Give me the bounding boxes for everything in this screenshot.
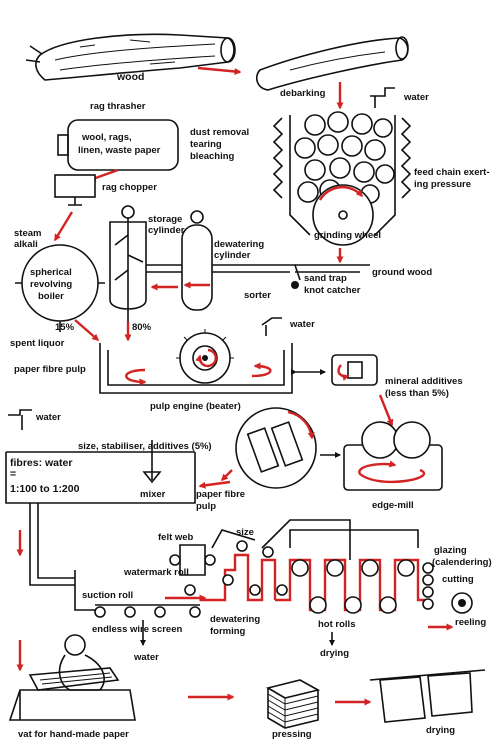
- wire-screen: [94, 584, 201, 646]
- hand-made-vat-illustration: [8, 634, 136, 721]
- water-tap-top: [370, 87, 395, 108]
- hot-rolls: [275, 529, 428, 614]
- label-bleaching: bleaching: [190, 151, 235, 162]
- label-mixer: mixer: [140, 489, 166, 500]
- water-tap-left: [8, 409, 32, 430]
- label-tearing: tearing: [190, 139, 222, 150]
- wood-log-illustration: [25, 33, 236, 81]
- label-dewatering-cyl-2: cylinder: [214, 250, 251, 261]
- label-debarking: debarking: [280, 88, 326, 99]
- label-rag-chopper: rag chopper: [102, 182, 157, 193]
- calender-stack: [422, 562, 434, 610]
- label-equals: =: [10, 468, 16, 480]
- label-hot-rolls: hot rolls: [318, 619, 355, 630]
- label-wood: wood: [116, 71, 144, 83]
- label-pfp-1: paper fibre: [196, 489, 245, 500]
- label-storage-2: cylinder: [148, 225, 185, 236]
- label-storage-1: storage: [148, 214, 182, 225]
- label-80-percent: 80%: [132, 322, 152, 333]
- label-drying-mid: drying: [320, 648, 349, 659]
- arrow-pulp-to-vat: [198, 480, 231, 489]
- label-knot-catcher: knot catcher: [304, 285, 361, 296]
- label-ground-wood: ground wood: [372, 267, 432, 278]
- edge-mill: [343, 421, 443, 491]
- grinding-wheel: [312, 184, 374, 246]
- head-box-pipe: [29, 503, 95, 611]
- label-rag-box-2: linen, waste paper: [78, 145, 161, 156]
- arrow-boiler-to-beater: [74, 319, 100, 341]
- label-cutting: cutting: [442, 574, 474, 585]
- arrow-disc-to-vat: [220, 469, 233, 482]
- label-steam: steam: [14, 228, 41, 239]
- pulp-engine-beater: [99, 329, 293, 394]
- drying-line: [369, 669, 486, 723]
- label-reeling: reeling: [455, 617, 486, 628]
- grinder-log-stack: [272, 111, 412, 236]
- label-dewatering: dewatering: [210, 614, 260, 625]
- label-alkali: alkali: [14, 239, 38, 250]
- label-mineral-2: (less than 5%): [385, 388, 449, 399]
- mixing-vat: [5, 440, 196, 504]
- label-dust-removal: dust removal: [190, 127, 249, 138]
- label-feed-chain-1: feed chain exert-: [414, 167, 490, 178]
- label-boiler-2: revolving: [30, 279, 72, 290]
- label-felt-web: felt web: [158, 532, 194, 543]
- label-edge-mill: edge-mill: [372, 500, 414, 511]
- label-watermark-roll: watermark roll: [123, 567, 189, 578]
- sand-trap: [291, 248, 370, 289]
- label-water-bottom: water: [133, 652, 159, 663]
- label-rag-box-1: wool, rags,: [81, 132, 132, 143]
- label-water-mid: water: [289, 319, 315, 330]
- label-feed-chain-2: ing pressure: [414, 179, 471, 190]
- label-paper-fibre-pulp: paper fibre pulp: [14, 364, 86, 375]
- label-spent-liquor: spent liquor: [10, 338, 65, 349]
- label-ratio: 1:100 to 1:200: [10, 483, 80, 495]
- label-size-stabiliser: size, stabiliser, additives (5%): [78, 441, 212, 452]
- arrow-chopper-to-boiler: [53, 211, 74, 242]
- label-boiler-1: spherical: [30, 267, 72, 278]
- spherical-revolving-boiler: [15, 244, 105, 332]
- label-sorter: sorter: [244, 290, 271, 301]
- label-endless-wire: endless wire screen: [92, 624, 182, 635]
- label-boiler-3: boiler: [38, 291, 64, 302]
- label-sand-trap: sand trap: [304, 273, 347, 284]
- small-roller-unit: [331, 354, 378, 386]
- label-mineral-1: mineral additives: [385, 376, 463, 387]
- label-dewatering-cyl-1: dewatering: [214, 239, 264, 250]
- label-fibres-water: fibres: water: [10, 457, 72, 469]
- label-vat-hand-made: vat for hand-made paper: [18, 729, 129, 739]
- rotary-screen-disc: [235, 407, 317, 489]
- label-pfp-2: pulp: [196, 501, 216, 512]
- rag-thrasher-drum: [57, 119, 179, 171]
- label-pressing: pressing: [272, 729, 312, 739]
- arrow-wood-to-debarking: [197, 66, 242, 75]
- label-size: size: [236, 527, 254, 538]
- label-water-top: water: [403, 92, 429, 103]
- label-pulp-engine: pulp engine (beater): [150, 401, 241, 412]
- label-calendering: (calendering): [432, 557, 492, 568]
- label-water-left: water: [35, 412, 61, 423]
- label-15-percent: 15%: [55, 322, 75, 333]
- water-tap-mid: [261, 317, 282, 336]
- label-rag-thrasher: rag thrasher: [90, 101, 146, 112]
- label-suction-roll: suction roll: [82, 590, 133, 601]
- felt-and-press-section: [169, 519, 351, 602]
- pressing-stack: [265, 679, 321, 729]
- label-forming: forming: [210, 626, 246, 637]
- storage-cylinder: [109, 205, 147, 322]
- rag-chopper: [54, 174, 96, 206]
- label-grinding-wheel: grinding wheel: [314, 230, 381, 241]
- label-glazing: glazing: [434, 545, 467, 556]
- label-drying-bottom: drying: [426, 725, 455, 736]
- arrow-to-edge-mill: [378, 394, 394, 427]
- debarked-log-illustration: [255, 36, 409, 91]
- reel: [451, 592, 473, 614]
